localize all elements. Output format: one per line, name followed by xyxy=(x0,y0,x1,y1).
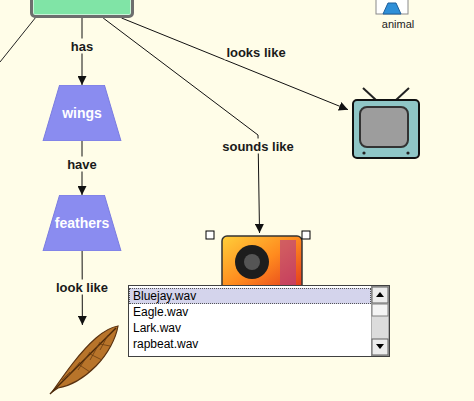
tv-antenna xyxy=(363,88,376,100)
tv-body xyxy=(353,100,419,158)
edge-label: looks like xyxy=(224,45,287,60)
feather-image xyxy=(50,326,118,394)
scrollbar xyxy=(371,286,389,356)
scroll-button xyxy=(372,287,388,303)
speaker-image xyxy=(206,231,310,292)
tv-antenna xyxy=(396,88,409,100)
feather-barbs xyxy=(62,335,110,380)
edge-label: look like xyxy=(54,280,110,295)
speaker-center xyxy=(244,254,260,270)
concept-box xyxy=(30,0,134,18)
image-node xyxy=(210,233,310,291)
animal-icon xyxy=(376,0,408,14)
tv-screen xyxy=(360,107,408,147)
speaker-body xyxy=(222,236,302,292)
sound-list-box: Bluejay.wavEagle.wavLark.wavrapbeat.wav xyxy=(128,285,390,357)
list-item: Eagle.wav xyxy=(129,304,371,320)
selection-handle xyxy=(206,231,214,239)
concept-trapezoid: wings xyxy=(42,85,122,141)
scroll-thumb xyxy=(372,304,388,316)
scroll-button xyxy=(372,339,388,355)
icon-node: animal xyxy=(372,0,424,36)
selection-handle xyxy=(302,231,310,239)
list-item: Bluejay.wav xyxy=(129,288,371,304)
tv-knob xyxy=(406,151,409,154)
edge-label: sounds like xyxy=(220,139,296,154)
icon-frame xyxy=(376,0,408,14)
edge-label: has xyxy=(69,39,95,54)
concept-trapezoid: feathers xyxy=(42,195,122,251)
list-item: Lark.wav xyxy=(129,320,371,336)
trapezoid-fill xyxy=(43,85,121,141)
list-item: rapbeat.wav xyxy=(129,336,371,352)
node-text: animal xyxy=(372,18,424,31)
edge-label: have xyxy=(65,157,99,172)
icon-shape xyxy=(383,3,401,14)
tv-knob xyxy=(362,151,365,154)
trapezoid-fill xyxy=(43,195,121,251)
connector-arrow xyxy=(122,18,348,110)
list-items: Bluejay.wavEagle.wavLark.wavrapbeat.wav xyxy=(129,288,371,352)
speaker-cone xyxy=(235,245,269,279)
feather-shaft xyxy=(50,328,116,394)
image-node xyxy=(348,86,424,164)
scroll-track xyxy=(371,286,389,356)
node-text: wings xyxy=(42,105,122,121)
node-text: feathers xyxy=(42,215,122,231)
scroll-arrow xyxy=(376,344,384,349)
off-page-link xyxy=(0,12,40,62)
tv-image xyxy=(353,88,419,158)
scroll-arrow xyxy=(376,292,384,297)
image-node xyxy=(45,325,120,395)
speaker-side xyxy=(280,240,296,286)
